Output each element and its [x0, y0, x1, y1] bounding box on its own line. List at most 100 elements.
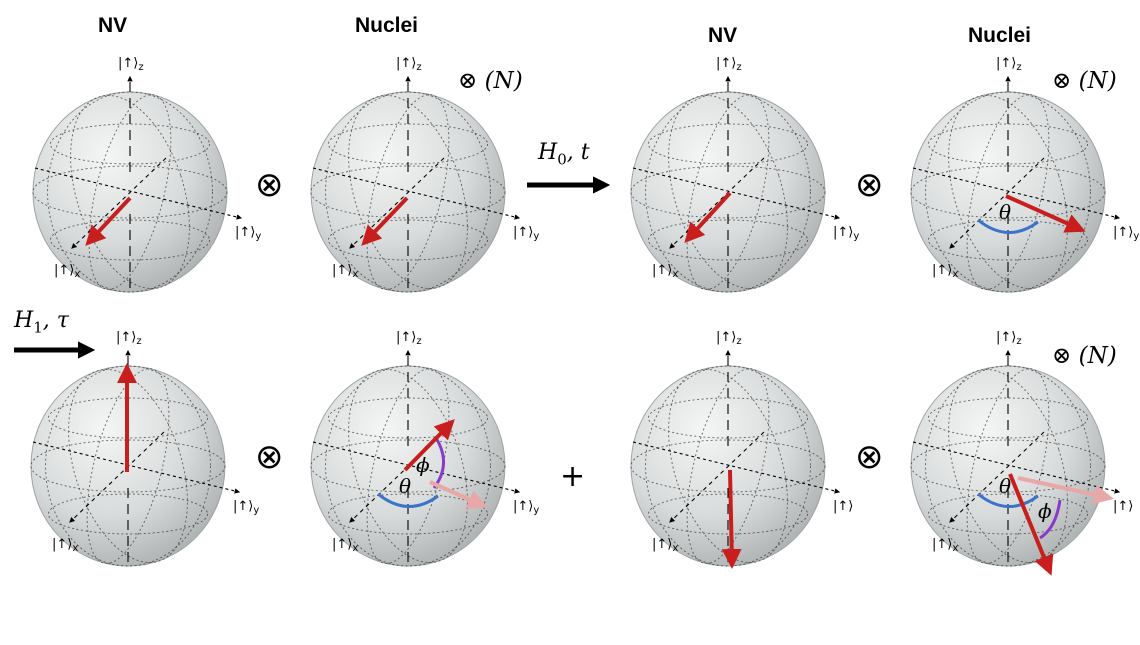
sphere-axes	[912, 349, 1121, 566]
y-axis	[912, 167, 1121, 220]
projected-spin-vector	[1017, 476, 1114, 505]
sphere-axes	[912, 75, 1121, 292]
spin-vector	[361, 196, 409, 246]
latitude-line	[328, 219, 488, 261]
projected-spin-vector	[429, 480, 488, 509]
spin-vector	[85, 196, 132, 246]
latitude-line	[928, 493, 1088, 535]
longitude-line	[948, 95, 1068, 289]
longitude-line	[686, 368, 770, 564]
phi-label: ϕ	[1038, 499, 1052, 523]
bloch-sphere-nv-after-h1-down: |↑⟩z|↑⟩|↑⟩x	[630, 330, 853, 569]
longitude-line	[966, 368, 1050, 564]
longitude-line	[668, 95, 788, 289]
longitude-line	[645, 91, 811, 293]
title-nv-2: NV	[708, 24, 738, 47]
latitude-line	[648, 397, 808, 439]
nuclei-count-label: ⊗ (N)	[1052, 68, 1117, 94]
latitude-line	[648, 123, 808, 165]
x-axis	[949, 431, 1045, 523]
latitude-line	[648, 493, 808, 535]
y-axis	[34, 167, 243, 220]
nuclei-count-label: ⊗ (N)	[1052, 343, 1117, 369]
longitude-line	[925, 91, 1091, 293]
longitude-line	[88, 94, 172, 290]
axis-label-y: |↑⟩y	[1113, 225, 1139, 242]
axis-label-z: |↑⟩z	[396, 330, 422, 347]
axis-label-z: |↑⟩z	[996, 330, 1022, 347]
y-axis	[32, 441, 241, 494]
x-axis	[669, 157, 765, 249]
axis-label-z: |↑⟩z	[716, 330, 742, 347]
latitude-line	[328, 123, 488, 165]
title-nuclei-2: Nuclei	[968, 24, 1032, 47]
bloch-sphere-nv-after-h0: |↑⟩z |↑⟩y |↑⟩x	[630, 56, 859, 293]
axis-label-z: |↑⟩z	[716, 56, 742, 73]
longitude-line	[668, 369, 788, 563]
tensor-product-symbol: ⊗	[855, 437, 884, 477]
sphere-axes	[312, 349, 521, 566]
latitude-line	[50, 219, 210, 261]
sphere-axes	[34, 75, 243, 292]
sphere-axes	[632, 75, 841, 292]
theta-arc	[977, 492, 1039, 508]
x-axis	[949, 157, 1045, 249]
phi-label: ϕ	[416, 453, 430, 477]
sphere-axes	[32, 349, 241, 566]
longitude-line	[966, 94, 1050, 290]
axis-label-y: |↑⟩y	[833, 225, 859, 242]
latitude-line	[48, 397, 208, 439]
axis-label-y: |↑⟩	[1113, 499, 1133, 514]
latitude-line	[48, 493, 208, 535]
tensor-product-symbol: ⊗	[855, 165, 884, 205]
latitude-line	[50, 123, 210, 165]
longitude-line	[645, 365, 811, 567]
spin-vector	[1005, 194, 1086, 233]
tensor-product-symbol: ⊗	[255, 437, 284, 477]
y-axis	[312, 441, 521, 494]
bloch-sphere-nuclei-after-h0: |↑⟩z|↑⟩y|↑⟩xθ	[910, 56, 1139, 293]
theta-label: θ	[399, 474, 411, 498]
axis-label-z: |↑⟩z	[118, 56, 144, 73]
nuclei-count-label: ⊗ (N)	[458, 68, 523, 94]
y-axis	[912, 441, 1121, 494]
theta-label: θ	[999, 474, 1011, 498]
x-axis	[669, 431, 765, 523]
axis-label-y: |↑⟩y	[513, 499, 539, 516]
y-axis	[632, 441, 841, 494]
latitude-line	[928, 397, 1088, 439]
bloch-sphere-nv-initial: |↑⟩z|↑⟩y|↑⟩x	[32, 56, 261, 293]
longitude-line	[348, 95, 468, 289]
plus-symbol: +	[560, 459, 586, 494]
spin-vector	[721, 469, 742, 569]
bloch-sphere-nuclei-initial: |↑⟩z|↑⟩y|↑⟩x	[310, 56, 539, 293]
axis-label-y: |↑⟩y	[233, 499, 259, 516]
axis-label-x: |↑⟩x	[652, 263, 678, 280]
longitude-line	[86, 368, 170, 564]
theta-arc	[377, 492, 439, 508]
x-axis	[71, 157, 167, 249]
longitude-line	[68, 369, 188, 563]
spin-vector	[684, 191, 732, 243]
bloch-sphere-nv-after-h1-up: |↑⟩z|↑⟩y|↑⟩x	[30, 330, 259, 567]
axis-label-x: |↑⟩x	[932, 537, 958, 554]
tensor-product-symbol: ⊗	[255, 165, 284, 205]
axis-label-y: |↑⟩	[833, 499, 853, 514]
sphere-axes	[312, 75, 521, 292]
latitude-line	[928, 123, 1088, 165]
axis-label-z: |↑⟩z	[996, 56, 1022, 73]
longitude-line	[686, 94, 770, 290]
longitude-line	[45, 365, 211, 567]
bloch-sphere-nuclei-after-h1-b: |↑⟩z |↑⟩ |↑⟩x θ ϕ	[910, 330, 1133, 576]
axis-label-x: |↑⟩x	[332, 263, 358, 280]
axis-label-x: |↑⟩x	[332, 537, 358, 554]
longitude-line	[348, 369, 468, 563]
evolution-label-h0: H0, t	[538, 140, 590, 169]
theta-arc	[977, 218, 1039, 234]
longitude-line	[925, 365, 1091, 567]
x-axis	[349, 431, 445, 523]
longitude-line	[325, 365, 491, 567]
axis-label-y: |↑⟩y	[513, 225, 539, 242]
